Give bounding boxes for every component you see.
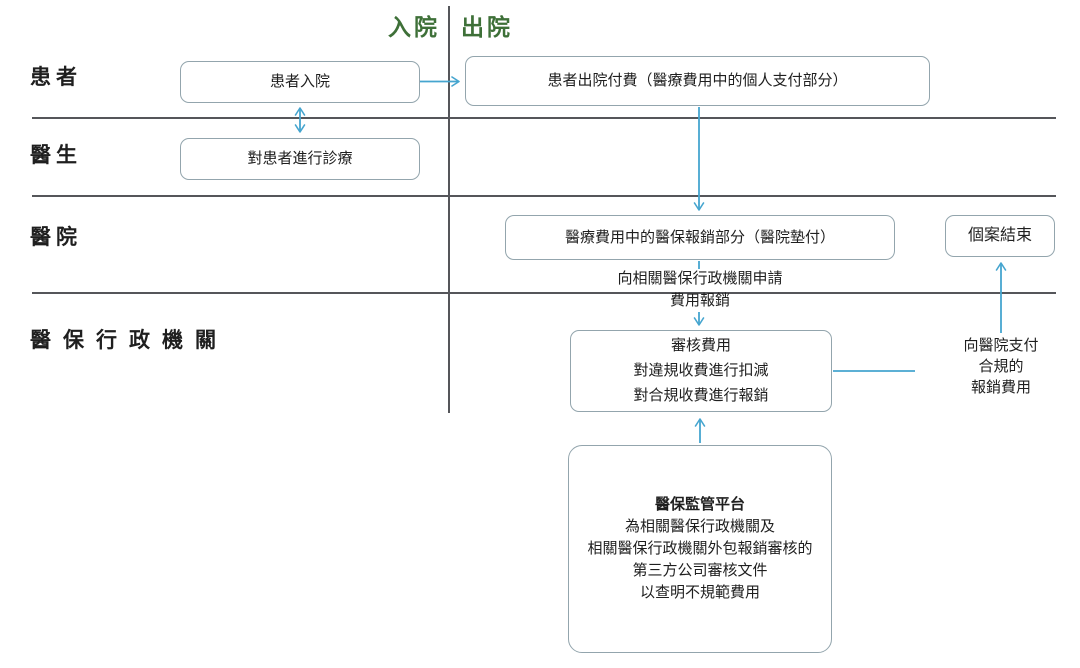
node-patient-discharge-payment-label: 患者出院付費（醫療費用中的個人支付部分） [547, 73, 848, 89]
node-doctor-treatment: 對患者進行診療 [180, 138, 420, 180]
node-review-expenses: 審核費用 對違規收費進行扣減 對合規收費進行報銷 [570, 330, 832, 412]
lane-divider-patient-doctor [32, 117, 1056, 119]
node-hospital-advance: 醫療費用中的醫保報銷部分（醫院墊付） [505, 215, 895, 260]
edge-label-pay-line-2: 合規的 [978, 359, 1024, 375]
node-hospital-advance-label: 醫療費用中的醫保報銷部分（醫院墊付） [564, 229, 835, 246]
node-platform-line-4: 以查明不規範費用 [639, 585, 760, 601]
lane-divider-doctor-hospital [32, 195, 1056, 197]
node-patient-discharge-payment: 患者出院付費（醫療費用中的個人支付部分） [465, 56, 930, 106]
edge-label-pay-line-3: 報銷費用 [970, 380, 1031, 396]
lane-label-doctor: 醫生 [30, 143, 82, 167]
edge-label-pay-line-1: 向醫院支付 [963, 338, 1039, 354]
admission-discharge-divider [448, 6, 450, 413]
node-patient-admission: 患者入院 [180, 61, 420, 103]
edge-label-apply-line-2: 費用報銷 [669, 293, 730, 309]
lane-divider-hospital-agency [32, 292, 1056, 294]
header-admission: 入院 [388, 15, 440, 40]
node-review-line-2: 對違規收費進行扣減 [633, 362, 769, 379]
edge-label-apply-line-1: 向相關醫保行政機關申請 [617, 271, 783, 287]
node-doctor-treatment-label: 對患者進行診療 [247, 151, 353, 167]
node-platform-line-3: 第三方公司審核文件 [632, 563, 768, 579]
edge-label-apply-reimbursement: 向相關醫保行政機關申請 費用報銷 [550, 268, 850, 312]
node-case-closed: 個案結束 [945, 215, 1055, 257]
header-discharge: 出院 [461, 15, 513, 40]
node-review-line-1: 審核費用 [670, 337, 731, 354]
node-patient-admission-label: 患者入院 [269, 74, 330, 90]
node-supervision-platform: 醫保監管平台 為相關醫保行政機關及 相關醫保行政機關外包報銷審核的 第三方公司審… [568, 445, 832, 653]
lane-label-hospital: 醫院 [30, 225, 82, 249]
node-case-closed-label: 個案結束 [967, 227, 1032, 244]
node-platform-title: 醫保監管平台 [654, 497, 745, 513]
lane-label-insurance-agency: 醫保行政機關 [30, 328, 228, 352]
node-platform-line-1: 為相關醫保行政機關及 [624, 519, 775, 535]
edge-label-pay-hospital: 向醫院支付 合規的 報銷費用 [943, 336, 1059, 399]
lane-label-patient: 患者 [30, 65, 82, 89]
node-review-line-3: 對合規收費進行報銷 [633, 387, 769, 404]
node-platform-line-2: 相關醫保行政機關外包報銷審核的 [587, 541, 813, 557]
